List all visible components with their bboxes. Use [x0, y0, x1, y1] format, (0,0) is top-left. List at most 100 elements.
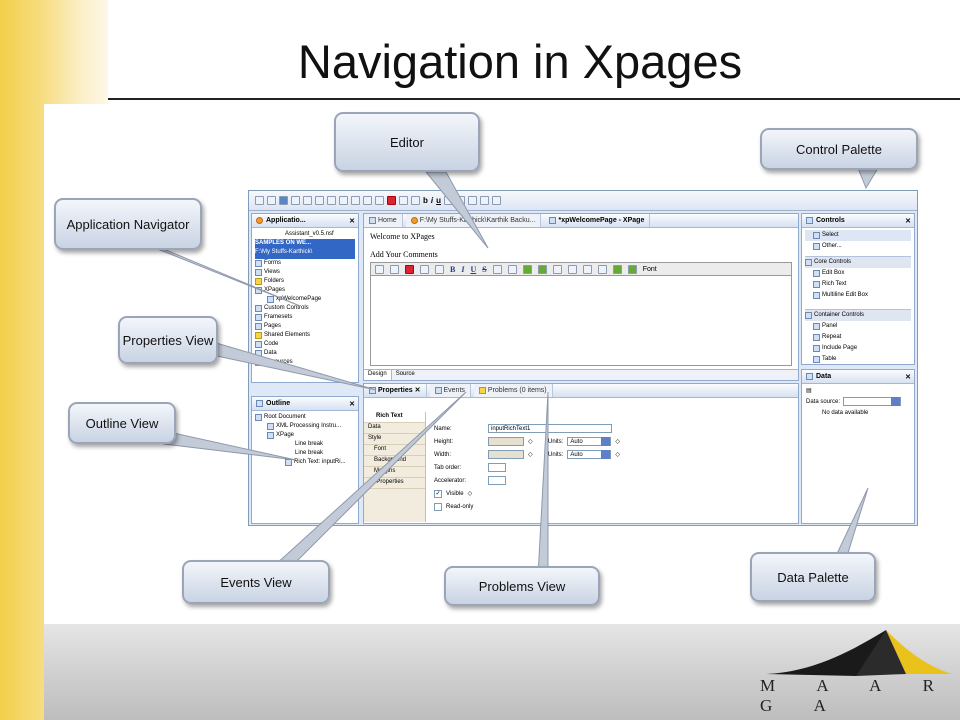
- container-controls-header[interactable]: Container Controls: [805, 309, 911, 321]
- align-right-icon[interactable]: [492, 196, 502, 205]
- paragraph-icon[interactable]: [612, 264, 622, 274]
- copy-icon[interactable]: [363, 196, 372, 205]
- tree-item-xpages[interactable]: XPages: [255, 286, 355, 295]
- tree-item-custom-controls[interactable]: Custom Controls: [255, 304, 355, 313]
- grid-icon[interactable]: [411, 196, 420, 205]
- add-datasource-icon[interactable]: ▤: [806, 388, 812, 394]
- italic-icon[interactable]: i: [430, 196, 434, 205]
- outline-item[interactable]: Line break: [295, 450, 324, 456]
- control-multiline-edit-box[interactable]: Multiline Edit Box: [805, 290, 911, 301]
- tab-home[interactable]: Home: [364, 214, 403, 227]
- side-tab-background[interactable]: Background: [364, 456, 425, 467]
- tab-problems[interactable]: Problems (0 items): [473, 384, 553, 397]
- indent-icon[interactable]: [522, 264, 532, 274]
- control-other[interactable]: Other...: [805, 241, 911, 252]
- outline-item[interactable]: XML Processing Instru...: [255, 422, 355, 431]
- tree-item-shared-elements[interactable]: Shared Elements: [255, 331, 355, 340]
- control-select[interactable]: Select: [805, 230, 911, 241]
- outline-item[interactable]: Root Document: [255, 413, 355, 422]
- outline-item[interactable]: XPage: [255, 431, 355, 440]
- highlight-icon[interactable]: [456, 196, 466, 205]
- close-icon[interactable]: ✕: [349, 400, 355, 408]
- align-center-icon[interactable]: [480, 196, 490, 205]
- font-color-icon[interactable]: [444, 196, 454, 205]
- accelerator-input[interactable]: [488, 476, 506, 485]
- tree-item-resources[interactable]: Resources: [255, 358, 355, 367]
- tab-properties[interactable]: Properties✕: [364, 384, 427, 397]
- width-input[interactable]: [488, 450, 524, 459]
- delete-icon[interactable]: [387, 196, 396, 205]
- outline-item[interactable]: Rich Text: inputRi...: [255, 458, 355, 467]
- back-icon[interactable]: [315, 196, 324, 205]
- tab-xpwelcomepage[interactable]: *xpWelcomePage - XPage: [544, 214, 651, 227]
- name-input[interactable]: inputRichText1: [488, 424, 612, 433]
- tree-item-views[interactable]: Views: [255, 268, 355, 277]
- strikethrough-icon[interactable]: S: [482, 264, 487, 274]
- side-tab-rich-text[interactable]: Rich Text: [364, 412, 425, 423]
- rich-text-area[interactable]: [370, 276, 792, 366]
- control-repeat[interactable]: Repeat: [805, 332, 911, 343]
- align-center-icon[interactable]: [567, 264, 577, 274]
- outdent-icon[interactable]: [537, 264, 547, 274]
- paste-icon[interactable]: [375, 196, 384, 205]
- close-icon[interactable]: ✕: [905, 217, 911, 225]
- numbered-list-icon[interactable]: [507, 264, 517, 274]
- save-icon[interactable]: [255, 196, 264, 205]
- tools-icon[interactable]: [303, 196, 312, 205]
- align-left-icon[interactable]: [552, 264, 562, 274]
- paste-icon[interactable]: [435, 264, 444, 274]
- tree-item-forms[interactable]: Forms: [255, 259, 355, 268]
- core-controls-header[interactable]: Core Controls: [805, 256, 911, 268]
- control-rich-text[interactable]: Rich Text: [805, 279, 911, 290]
- align-left-icon[interactable]: [468, 196, 478, 205]
- tab-source[interactable]: Source: [395, 371, 415, 377]
- bold-icon[interactable]: b: [423, 196, 428, 205]
- close-icon[interactable]: ✕: [349, 217, 355, 225]
- copy-icon[interactable]: [420, 264, 429, 274]
- justify-icon[interactable]: [597, 264, 607, 274]
- outline-item[interactable]: Line break: [295, 441, 324, 447]
- table-icon[interactable]: [399, 196, 408, 205]
- tree-item-framesets[interactable]: Framesets: [255, 313, 355, 322]
- app-entry[interactable]: SAMPLES ON WE... F:\My Stuffs-Karthick\: [255, 239, 355, 259]
- height-units-select[interactable]: Auto: [567, 437, 612, 446]
- control-panel[interactable]: Panel: [805, 321, 911, 332]
- close-icon[interactable]: ✕: [905, 373, 911, 381]
- tree-item-data[interactable]: Data: [255, 349, 355, 358]
- control-include-page[interactable]: Include Page: [805, 343, 911, 354]
- underline-icon[interactable]: u: [436, 196, 442, 205]
- visible-checkbox[interactable]: ✓: [434, 489, 442, 498]
- cut-icon[interactable]: [405, 264, 414, 274]
- width-units-select[interactable]: Auto: [567, 450, 612, 459]
- globe-icon[interactable]: [279, 196, 288, 205]
- forward-icon[interactable]: [327, 196, 336, 205]
- cut-icon[interactable]: [351, 196, 360, 205]
- control-edit-box[interactable]: Edit Box: [805, 268, 911, 279]
- tree-item-code[interactable]: Code: [255, 340, 355, 349]
- underline-icon[interactable]: U: [470, 264, 477, 274]
- editor-canvas[interactable]: Welcome to XPages Add Your Comments B I …: [364, 228, 798, 370]
- undo-icon[interactable]: [375, 264, 384, 274]
- height-input[interactable]: [488, 437, 524, 446]
- tree-item-pages[interactable]: Pages: [255, 322, 355, 331]
- italic-icon[interactable]: I: [461, 264, 465, 274]
- side-tab-data[interactable]: Data: [364, 423, 425, 434]
- side-tab-all-properties[interactable]: All Properties: [364, 478, 425, 489]
- redo-icon[interactable]: [390, 264, 399, 274]
- preview-icon[interactable]: [291, 196, 300, 205]
- list-icon[interactable]: [492, 264, 502, 274]
- readonly-checkbox[interactable]: [434, 502, 442, 511]
- control-table[interactable]: Table: [805, 354, 911, 364]
- tree-item-folders[interactable]: Folders: [255, 277, 355, 286]
- tab-design[interactable]: Design: [364, 370, 392, 380]
- align-right-icon[interactable]: [582, 264, 592, 274]
- side-tab-font[interactable]: Font: [364, 445, 425, 456]
- nav-icon[interactable]: [339, 196, 348, 205]
- data-source-select[interactable]: [843, 397, 902, 406]
- print-icon[interactable]: [267, 196, 276, 205]
- tab-order-input[interactable]: [488, 463, 506, 472]
- tab-events[interactable]: Events: [429, 384, 471, 397]
- side-tab-style[interactable]: Style: [364, 434, 425, 445]
- tree-item-welcome-page[interactable]: xpWelcomePage: [255, 295, 355, 304]
- link-icon[interactable]: [627, 264, 637, 274]
